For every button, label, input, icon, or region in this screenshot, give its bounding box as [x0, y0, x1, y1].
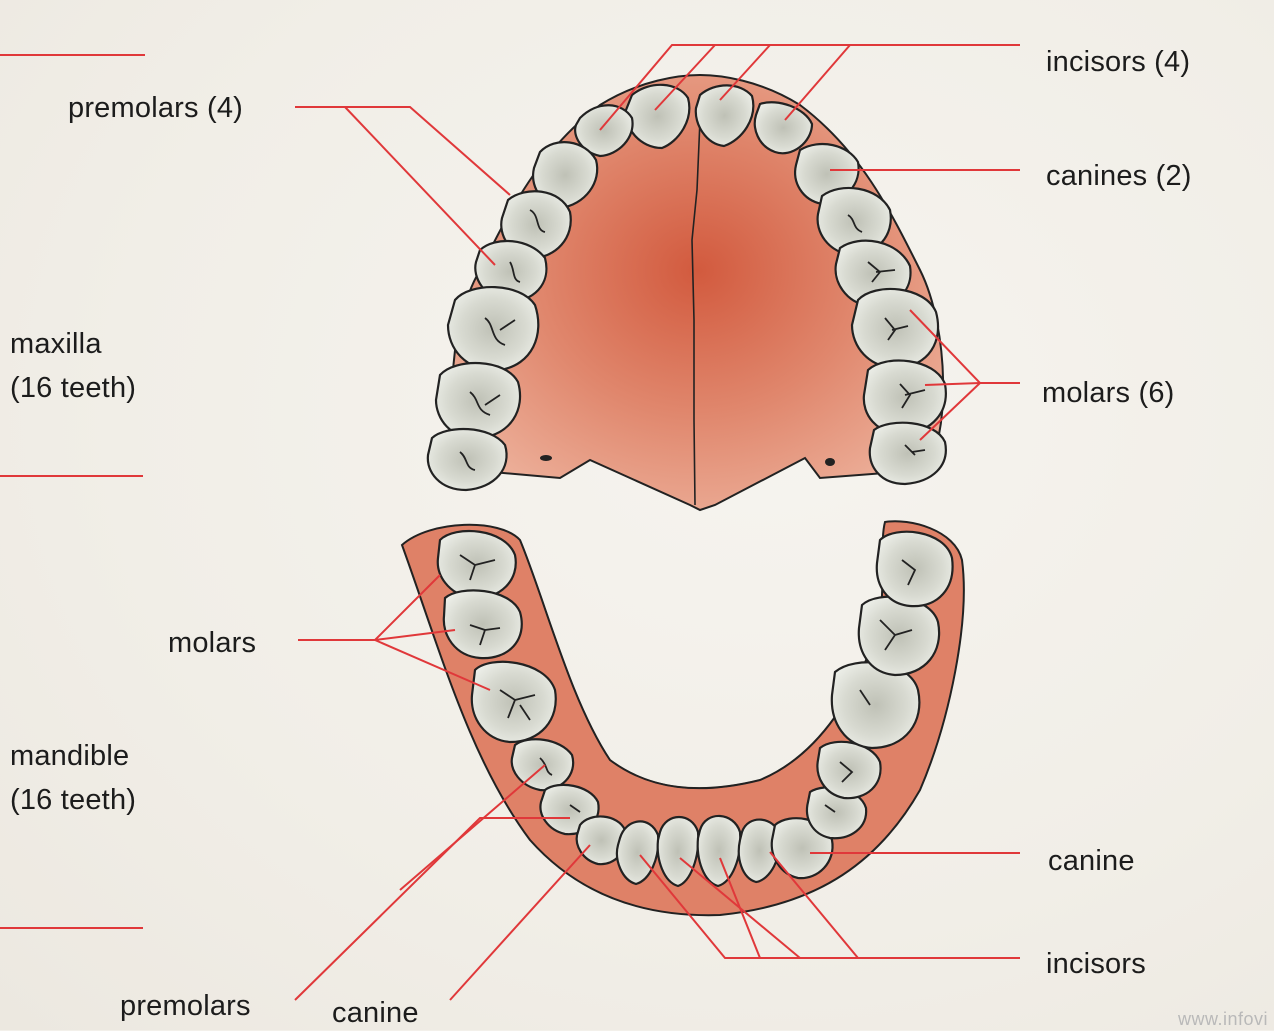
foramen-left: [540, 455, 552, 461]
label-canine-lower: canine: [332, 997, 419, 1029]
label-molars-upper: molars (6): [1042, 377, 1175, 409]
label-premolars-upper: premolars (4): [68, 92, 244, 124]
label-incisors-lower: incisors: [1046, 948, 1146, 980]
mandible-cusp-lines: [459, 554, 917, 813]
label-incisors-upper: incisors (4): [1046, 46, 1191, 78]
label-molars-lower: molars: [168, 627, 257, 659]
watermark: www.infovi: [1177, 1009, 1268, 1029]
label-maxilla: maxilla (16 teeth): [10, 322, 136, 410]
label-canines-upper: canines (2): [1046, 160, 1192, 192]
label-canine-right: canine: [1048, 845, 1135, 877]
maxilla-cusp-lines: [459, 209, 926, 471]
label-maxilla-line1: maxilla: [10, 328, 102, 360]
label-premolars-lower: premolars: [120, 990, 251, 1022]
label-maxilla-line2: (16 teeth): [10, 372, 137, 404]
label-mandible: mandible (16 teeth): [10, 734, 136, 822]
label-mandible-line2: (16 teeth): [10, 784, 137, 816]
leader-lines: [0, 44, 1020, 1001]
foramen-right: [825, 458, 835, 466]
label-mandible-line1: mandible: [10, 740, 130, 772]
palatal-suture: [691, 119, 701, 506]
